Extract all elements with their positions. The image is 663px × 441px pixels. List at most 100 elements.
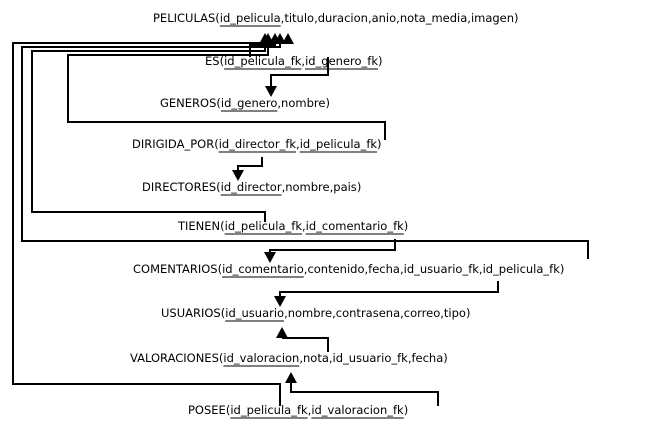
separator: , — [332, 306, 336, 320]
attribute: tipo — [444, 306, 466, 320]
separator: , — [365, 262, 369, 276]
connector-line — [67, 44, 386, 140]
connector-line — [282, 337, 329, 352]
attribute: imagen — [471, 11, 514, 25]
relation-name: DIRECTORES — [142, 180, 216, 194]
paren-open: ( — [216, 180, 221, 194]
paren-close: ) — [404, 219, 409, 233]
attribute: id_usuario_fk — [404, 262, 480, 276]
arrowhead — [232, 170, 244, 181]
primary-key-attribute: id_director_fk — [219, 137, 297, 151]
separator: , — [408, 351, 412, 365]
connector-line — [269, 239, 396, 252]
comentarios-to-peliculas — [21, 33, 589, 259]
primary-key-attribute: id_valoracion_fk — [311, 403, 404, 417]
relation-es: ES ( id_pelicula_fk, id_genero_fk ) — [205, 54, 383, 70]
arrowhead — [259, 33, 271, 44]
arrowhead — [274, 33, 286, 44]
tienen-to-comentarios — [264, 239, 396, 263]
paren-open: ( — [220, 219, 225, 233]
relation-name: PELICULAS — [153, 11, 215, 25]
connector-line — [21, 44, 589, 259]
relation-tienen: TIENEN ( id_pelicula_fk, id_comentario_f… — [177, 219, 409, 235]
paren-close: ) — [443, 351, 448, 365]
connector-line — [270, 57, 329, 86]
separator: , — [299, 351, 303, 365]
separator: , — [296, 137, 300, 151]
paren-open: ( — [220, 54, 225, 68]
separator: , — [302, 219, 306, 233]
primary-key-attribute: id_usuario — [225, 306, 284, 320]
attribute: id_usuario_fk — [333, 351, 409, 365]
arrowhead — [274, 296, 286, 307]
relation-usuarios: USUARIOS ( id_usuario, nombre, contrasen… — [161, 306, 471, 322]
attribute: titulo — [284, 11, 314, 25]
separator: , — [440, 306, 444, 320]
separator: , — [329, 351, 333, 365]
primary-key-attribute: id_pelicula_fk — [230, 403, 308, 417]
separator: , — [400, 306, 404, 320]
valoraciones-to-usuarios — [276, 327, 329, 352]
separator: , — [281, 11, 285, 25]
paren-close: ) — [404, 403, 409, 417]
paren-open: ( — [219, 351, 224, 365]
comentarios-to-usuarios — [274, 281, 499, 307]
paren-close: ) — [514, 11, 519, 25]
relation-peliculas: PELICULAS ( id_pelicula, titulo, duracio… — [153, 11, 519, 27]
attribute: nombre — [281, 96, 325, 110]
connector-line — [290, 383, 439, 406]
attribute: anio — [372, 11, 397, 25]
attribute: correo — [404, 306, 440, 320]
primary-key-attribute: id_pelicula_fk — [224, 54, 302, 68]
attribute: id_pelicula_fk — [483, 262, 561, 276]
posee-to-valoraciones — [285, 372, 439, 406]
paren-open: ( — [216, 96, 221, 110]
primary-key-attribute: id_genero — [221, 96, 278, 110]
paren-open: ( — [215, 11, 220, 25]
paren-close: ) — [466, 306, 471, 320]
attribute: pais — [333, 180, 357, 194]
separator: , — [282, 180, 286, 194]
connector-line — [31, 44, 266, 222]
attribute: nota_media — [400, 11, 467, 25]
separator: , — [277, 96, 281, 110]
relation-name: TIENEN — [177, 219, 220, 233]
arrowhead — [276, 327, 288, 338]
relation-directores: DIRECTORES ( id_director, nombre, pais ) — [142, 180, 361, 196]
attribute: fecha — [411, 351, 443, 365]
primary-key-attribute: id_pelicula — [220, 11, 281, 25]
separator: , — [330, 180, 334, 194]
paren-open: ( — [221, 306, 226, 320]
relation-comentarios: COMENTARIOS ( id_comentario, contenido, … — [133, 262, 565, 278]
paren-open: ( — [214, 137, 219, 151]
primary-key-attribute: id_pelicula_fk — [225, 219, 303, 233]
relation-name: DIRIGIDA_POR — [132, 137, 214, 151]
relation-name: ES — [205, 54, 220, 68]
paren-close: ) — [325, 96, 330, 110]
relation-name: VALORACIONES — [130, 351, 219, 365]
attribute: nombre — [288, 306, 332, 320]
relations: PELICULAS ( id_pelicula, titulo, duracio… — [130, 11, 565, 419]
attribute: fecha — [368, 262, 400, 276]
attribute: nota — [303, 351, 329, 365]
relation-generos: GENEROS ( id_genero, nombre ) — [160, 96, 330, 112]
dirigida-por-to-directores — [232, 157, 263, 181]
arrowhead — [265, 86, 277, 97]
paren-close: ) — [560, 262, 565, 276]
relation-posee: POSEE ( id_pelicula_fk, id_valoracion_fk… — [188, 403, 409, 419]
separator: , — [284, 306, 288, 320]
separator: , — [301, 54, 305, 68]
tienen-to-peliculas — [31, 33, 271, 222]
separator: , — [396, 11, 400, 25]
relation-name: GENEROS — [160, 96, 216, 110]
relationship-lines — [12, 33, 589, 406]
arrowhead — [285, 372, 297, 383]
separator: , — [368, 11, 372, 25]
paren-open: ( — [218, 262, 223, 276]
primary-key-attribute: id_comentario — [222, 262, 304, 276]
posee-to-peliculas — [12, 33, 294, 406]
connector-line — [237, 157, 263, 170]
separator: , — [467, 11, 471, 25]
primary-key-attribute: id_comentario_fk — [306, 219, 404, 233]
